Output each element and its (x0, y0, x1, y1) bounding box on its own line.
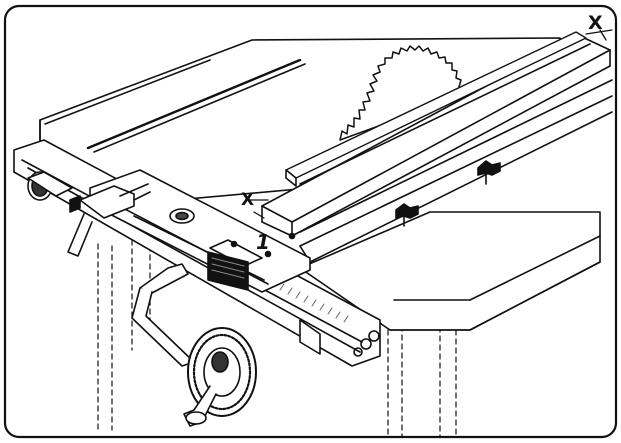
dimension-label-x-right: X (588, 12, 603, 34)
rip-fence (285, 31, 591, 187)
table-legs (97, 239, 457, 437)
dimension-markers (247, 29, 613, 219)
fence-clamp-lever (67, 183, 151, 257)
part-number-label: 1 (256, 230, 270, 254)
clamp-block (207, 232, 296, 291)
rail-knob (27, 171, 81, 213)
handwheel (183, 327, 257, 427)
saw-blade (339, 45, 465, 141)
fence-carriage (89, 169, 311, 293)
dimension-label-x-left: X (241, 190, 255, 210)
star-knob-right (477, 160, 501, 185)
frame-border (3, 4, 618, 439)
crank-handle (131, 263, 195, 367)
star-knob-left (395, 203, 419, 227)
